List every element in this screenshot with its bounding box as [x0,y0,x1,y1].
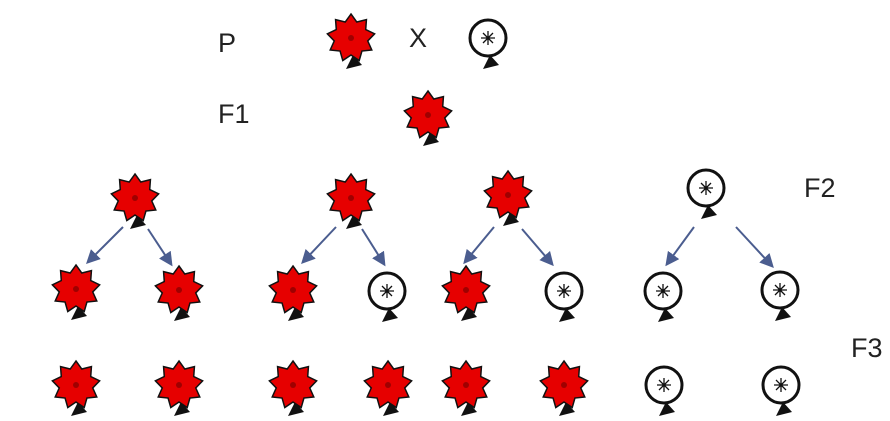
red-flower-icon [51,263,101,320]
red-flower-icon [363,359,413,416]
arrow-3a [463,226,495,265]
red-flower-icon [154,264,204,321]
label-p: P [218,28,236,58]
arrow-1b [147,228,173,267]
red-flower-icon [268,264,318,321]
white-flower-icon [644,365,684,416]
white-flower-icon [468,18,508,69]
arrow-4a [665,226,695,267]
white-flower-icon [686,168,726,219]
label-f3: F3 [851,333,883,363]
red-flower-icon [326,12,376,69]
label-f1: F1 [218,99,250,129]
white-flower-icon [544,271,584,322]
white-flower-icon [761,365,801,416]
arrow-2a [301,226,337,265]
red-flower-icon [326,172,376,229]
red-flower-icon [441,359,491,416]
red-flower-icon [403,89,453,146]
red-flower-icon [51,359,101,416]
red-flower-icon [268,359,318,416]
arrow-1a [86,226,124,264]
arrows [86,226,774,269]
white-flower-icon [643,271,683,322]
white-flower-icon [367,271,407,322]
red-flower-icon [110,172,160,229]
red-flower-icon [154,359,204,416]
arrow-2b [361,228,386,267]
arrow-3b [521,228,554,267]
red-flower-icon [539,359,589,416]
white-flower-icon [760,270,800,321]
red-flower-icon [441,264,491,321]
label-f2: F2 [804,173,836,203]
cross-symbol: X [409,23,427,53]
arrow-4b [735,226,774,269]
red-flower-icon [483,169,533,226]
